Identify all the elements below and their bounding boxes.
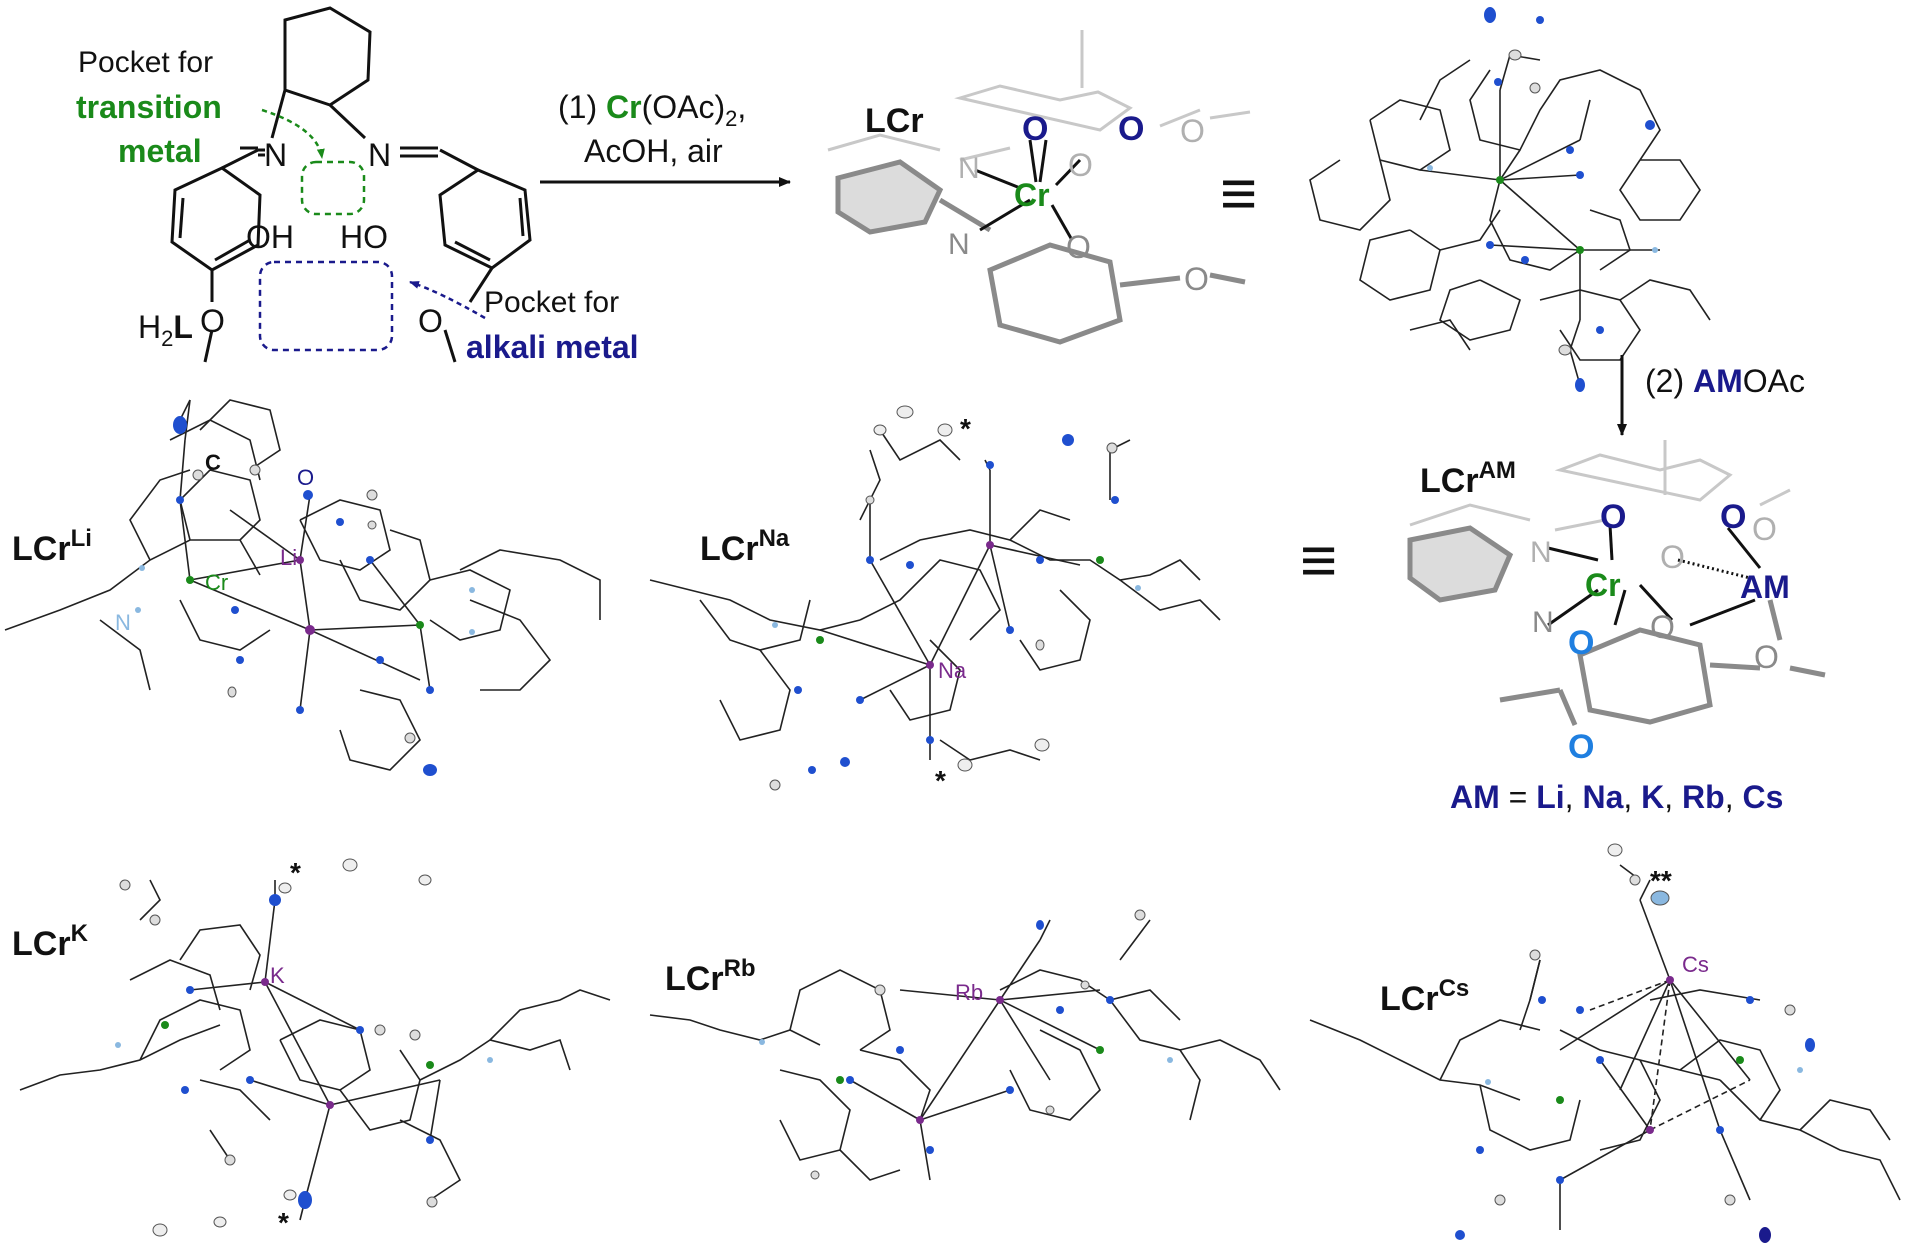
lcr-n-low: N xyxy=(948,228,970,261)
lcram-name: LCrAM xyxy=(1420,457,1516,500)
ligand-cyclohexane xyxy=(283,6,372,107)
lcr-cs-stars: ** xyxy=(1650,865,1672,896)
lcr-o-gray: O xyxy=(1068,147,1093,183)
lcram-o-carbonyl: O xyxy=(1568,728,1594,766)
lcr-li-name: LCrLi xyxy=(12,525,92,568)
step2-text: (2) AMOAc xyxy=(1645,363,1805,399)
lcram-o-gray-2: O xyxy=(1752,511,1777,547)
lcr-k-star-2: * xyxy=(278,1207,289,1238)
lcr-rb-atom-rb: Rb xyxy=(955,980,983,1005)
lcr-name: LCr xyxy=(865,102,924,140)
dimer-structure xyxy=(1309,7,1711,392)
structure-lcr-k: LCrK K * * xyxy=(12,857,611,1238)
lcram-am: AM xyxy=(1740,569,1790,605)
ligand-h2l xyxy=(170,6,532,363)
ligand-right-ring xyxy=(438,168,532,270)
lcr-na-name: LCrNa xyxy=(700,525,790,568)
equiv-sign-1: ≡ xyxy=(1220,157,1257,229)
lcr-k-atom-k: K xyxy=(270,963,285,988)
lcr-k-name: LCrK xyxy=(12,920,89,963)
am-pocket-arrow xyxy=(409,280,486,320)
lcr-o-low: O xyxy=(1066,229,1091,265)
pocket-tm-text-3: metal xyxy=(118,133,202,169)
ligand-h2l-label: H2L xyxy=(138,309,193,351)
pocket-tm-text-1: Pocket for xyxy=(78,46,213,79)
structure-lcr-li: LCrLi C O Cr Li N xyxy=(4,399,601,776)
lcr-rb-name: LCrRb xyxy=(665,955,756,998)
lcram-n-low: N xyxy=(1532,606,1554,639)
lcr-n-gray: N xyxy=(958,152,980,185)
lcr-li-atom-c: C xyxy=(205,450,221,475)
lcram-o-cr-low: O xyxy=(1568,624,1594,662)
lcr-ome-low: O xyxy=(1184,261,1209,297)
ligand-ome-o-left: O xyxy=(200,303,225,339)
lcr-na-atom-na: Na xyxy=(938,658,967,683)
ligand-ho: HO xyxy=(340,219,388,255)
lcram-cr: Cr xyxy=(1585,567,1621,603)
lcr-k-star-1: * xyxy=(290,857,301,888)
lcr-o-top-left: O xyxy=(1022,110,1048,148)
pocket-am-text-2: alkali metal xyxy=(466,329,639,365)
lcram-o-gray-1: O xyxy=(1660,539,1685,575)
ligand-ome-o-right: O xyxy=(418,303,443,339)
equiv-sign-2: ≡ xyxy=(1300,524,1337,596)
lcr-cs-name: LCrCs xyxy=(1380,975,1469,1018)
tm-pocket-arrow xyxy=(261,108,325,159)
ligand-n-left: N xyxy=(264,137,287,173)
lcram-o-top-right: O xyxy=(1720,498,1746,536)
am-list: AM = Li, Na, K, Rb, Cs xyxy=(1450,779,1783,815)
lcr-cs-atom-cs: Cs xyxy=(1682,952,1709,977)
lcr-na-star-1: * xyxy=(960,413,971,444)
structure-lcr-na: LCrNa Na * * xyxy=(649,405,1221,796)
lcr-o-top-right: O xyxy=(1118,110,1144,148)
lcr-cr: Cr xyxy=(1014,177,1050,213)
lcr-na-star-2: * xyxy=(935,765,946,796)
lcr-ome-gray: O xyxy=(1180,113,1205,149)
ligand-oh: OH xyxy=(246,219,294,255)
step1-line1: (1) Cr(OAc)2, xyxy=(558,89,746,131)
pocket-am-text-1: Pocket for xyxy=(484,286,619,319)
am-pocket-box xyxy=(258,260,394,352)
lcram-structure: LCrAM O O O O N Cr AM N O O O O AM = Li,… xyxy=(1407,440,1826,815)
lcr-li-atom-o: O xyxy=(297,465,314,490)
lcram-o-top-left: O xyxy=(1600,498,1626,536)
pocket-tm-text-2: transition xyxy=(76,89,222,125)
structure-lcr-cs: LCrCs Cs ** xyxy=(1309,843,1901,1243)
lcram-o-phen: O xyxy=(1650,609,1675,645)
step2: (2) AMOAc xyxy=(1617,355,1805,436)
ligand-labels: Pocket for transition metal N N OH HO O … xyxy=(76,46,639,365)
tm-pocket-box xyxy=(300,160,366,216)
lcram-n-gray: N xyxy=(1530,536,1552,569)
ligand-n-right: N xyxy=(368,137,391,173)
step1: (1) Cr(OAc)2, AcOH, air xyxy=(540,89,791,187)
structure-lcr-rb: LCrRb Rb xyxy=(649,909,1281,1181)
lcr-li-atom-cr: Cr xyxy=(205,570,228,595)
lcr-li-atom-li: Li xyxy=(280,545,297,570)
step1-line2: AcOH, air xyxy=(584,133,723,169)
lcram-o-ome: O xyxy=(1754,639,1779,675)
lcr-monomer: LCr O O O O N Cr N O O xyxy=(827,30,1251,345)
lcr-li-atom-n: N xyxy=(115,610,131,635)
